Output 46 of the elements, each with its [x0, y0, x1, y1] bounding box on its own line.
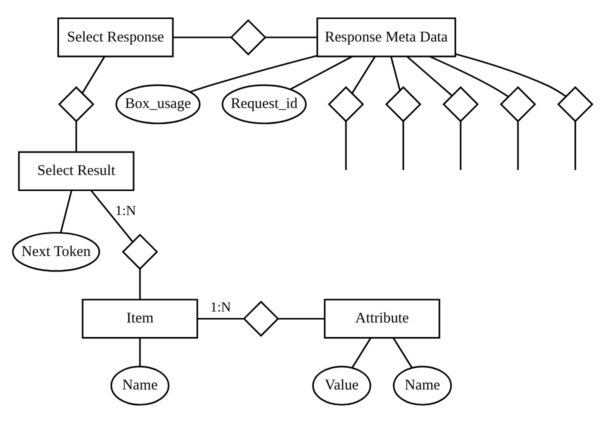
node-box: Select Response: [57, 17, 174, 58]
edge-label: 1:N: [210, 300, 232, 315]
connector: [455, 53, 566, 97]
node-box: Attribute: [324, 298, 440, 339]
node-diamond: [557, 86, 594, 122]
connector: [517, 121, 519, 170]
connector: [60, 190, 72, 233]
node-box: Item: [82, 298, 198, 339]
connector: [198, 318, 244, 320]
connector: [173, 36, 232, 38]
connector: [352, 338, 372, 368]
node-diamond: [442, 86, 479, 122]
connector: [460, 121, 462, 170]
node-ellipse: Request_id: [222, 84, 307, 124]
connector: [574, 121, 576, 170]
node-diamond: [385, 86, 422, 122]
node-box: Response Meta Data: [316, 17, 456, 58]
connector: [290, 56, 352, 90]
connector: [139, 268, 141, 300]
connector: [345, 121, 347, 170]
node-box: Select Result: [18, 151, 134, 192]
node-ellipse: Value: [312, 366, 372, 406]
node-diamond: [500, 86, 536, 122]
connector: [352, 56, 376, 94]
connector: [190, 55, 318, 93]
connector: [406, 56, 452, 96]
edge-label: 1:N: [115, 203, 136, 218]
node-diamond: [242, 300, 280, 337]
connector: [82, 56, 106, 94]
node-diamond: [328, 86, 364, 122]
node-ellipse: Name: [110, 366, 170, 406]
connector: [402, 121, 404, 170]
connector: [75, 121, 78, 152]
node-diamond: [58, 86, 94, 122]
node-diamond: [230, 19, 266, 56]
connector: [278, 318, 324, 320]
connector: [266, 36, 317, 38]
node-ellipse: Box_usage: [116, 84, 201, 124]
connector: [139, 338, 141, 366]
node-ellipse: Next Token: [12, 232, 100, 272]
connector: [392, 338, 413, 368]
connector: [430, 56, 509, 98]
node-ellipse: Name: [392, 366, 452, 406]
node-diamond: [122, 234, 158, 270]
connector: [390, 56, 401, 91]
connector: [90, 190, 134, 242]
